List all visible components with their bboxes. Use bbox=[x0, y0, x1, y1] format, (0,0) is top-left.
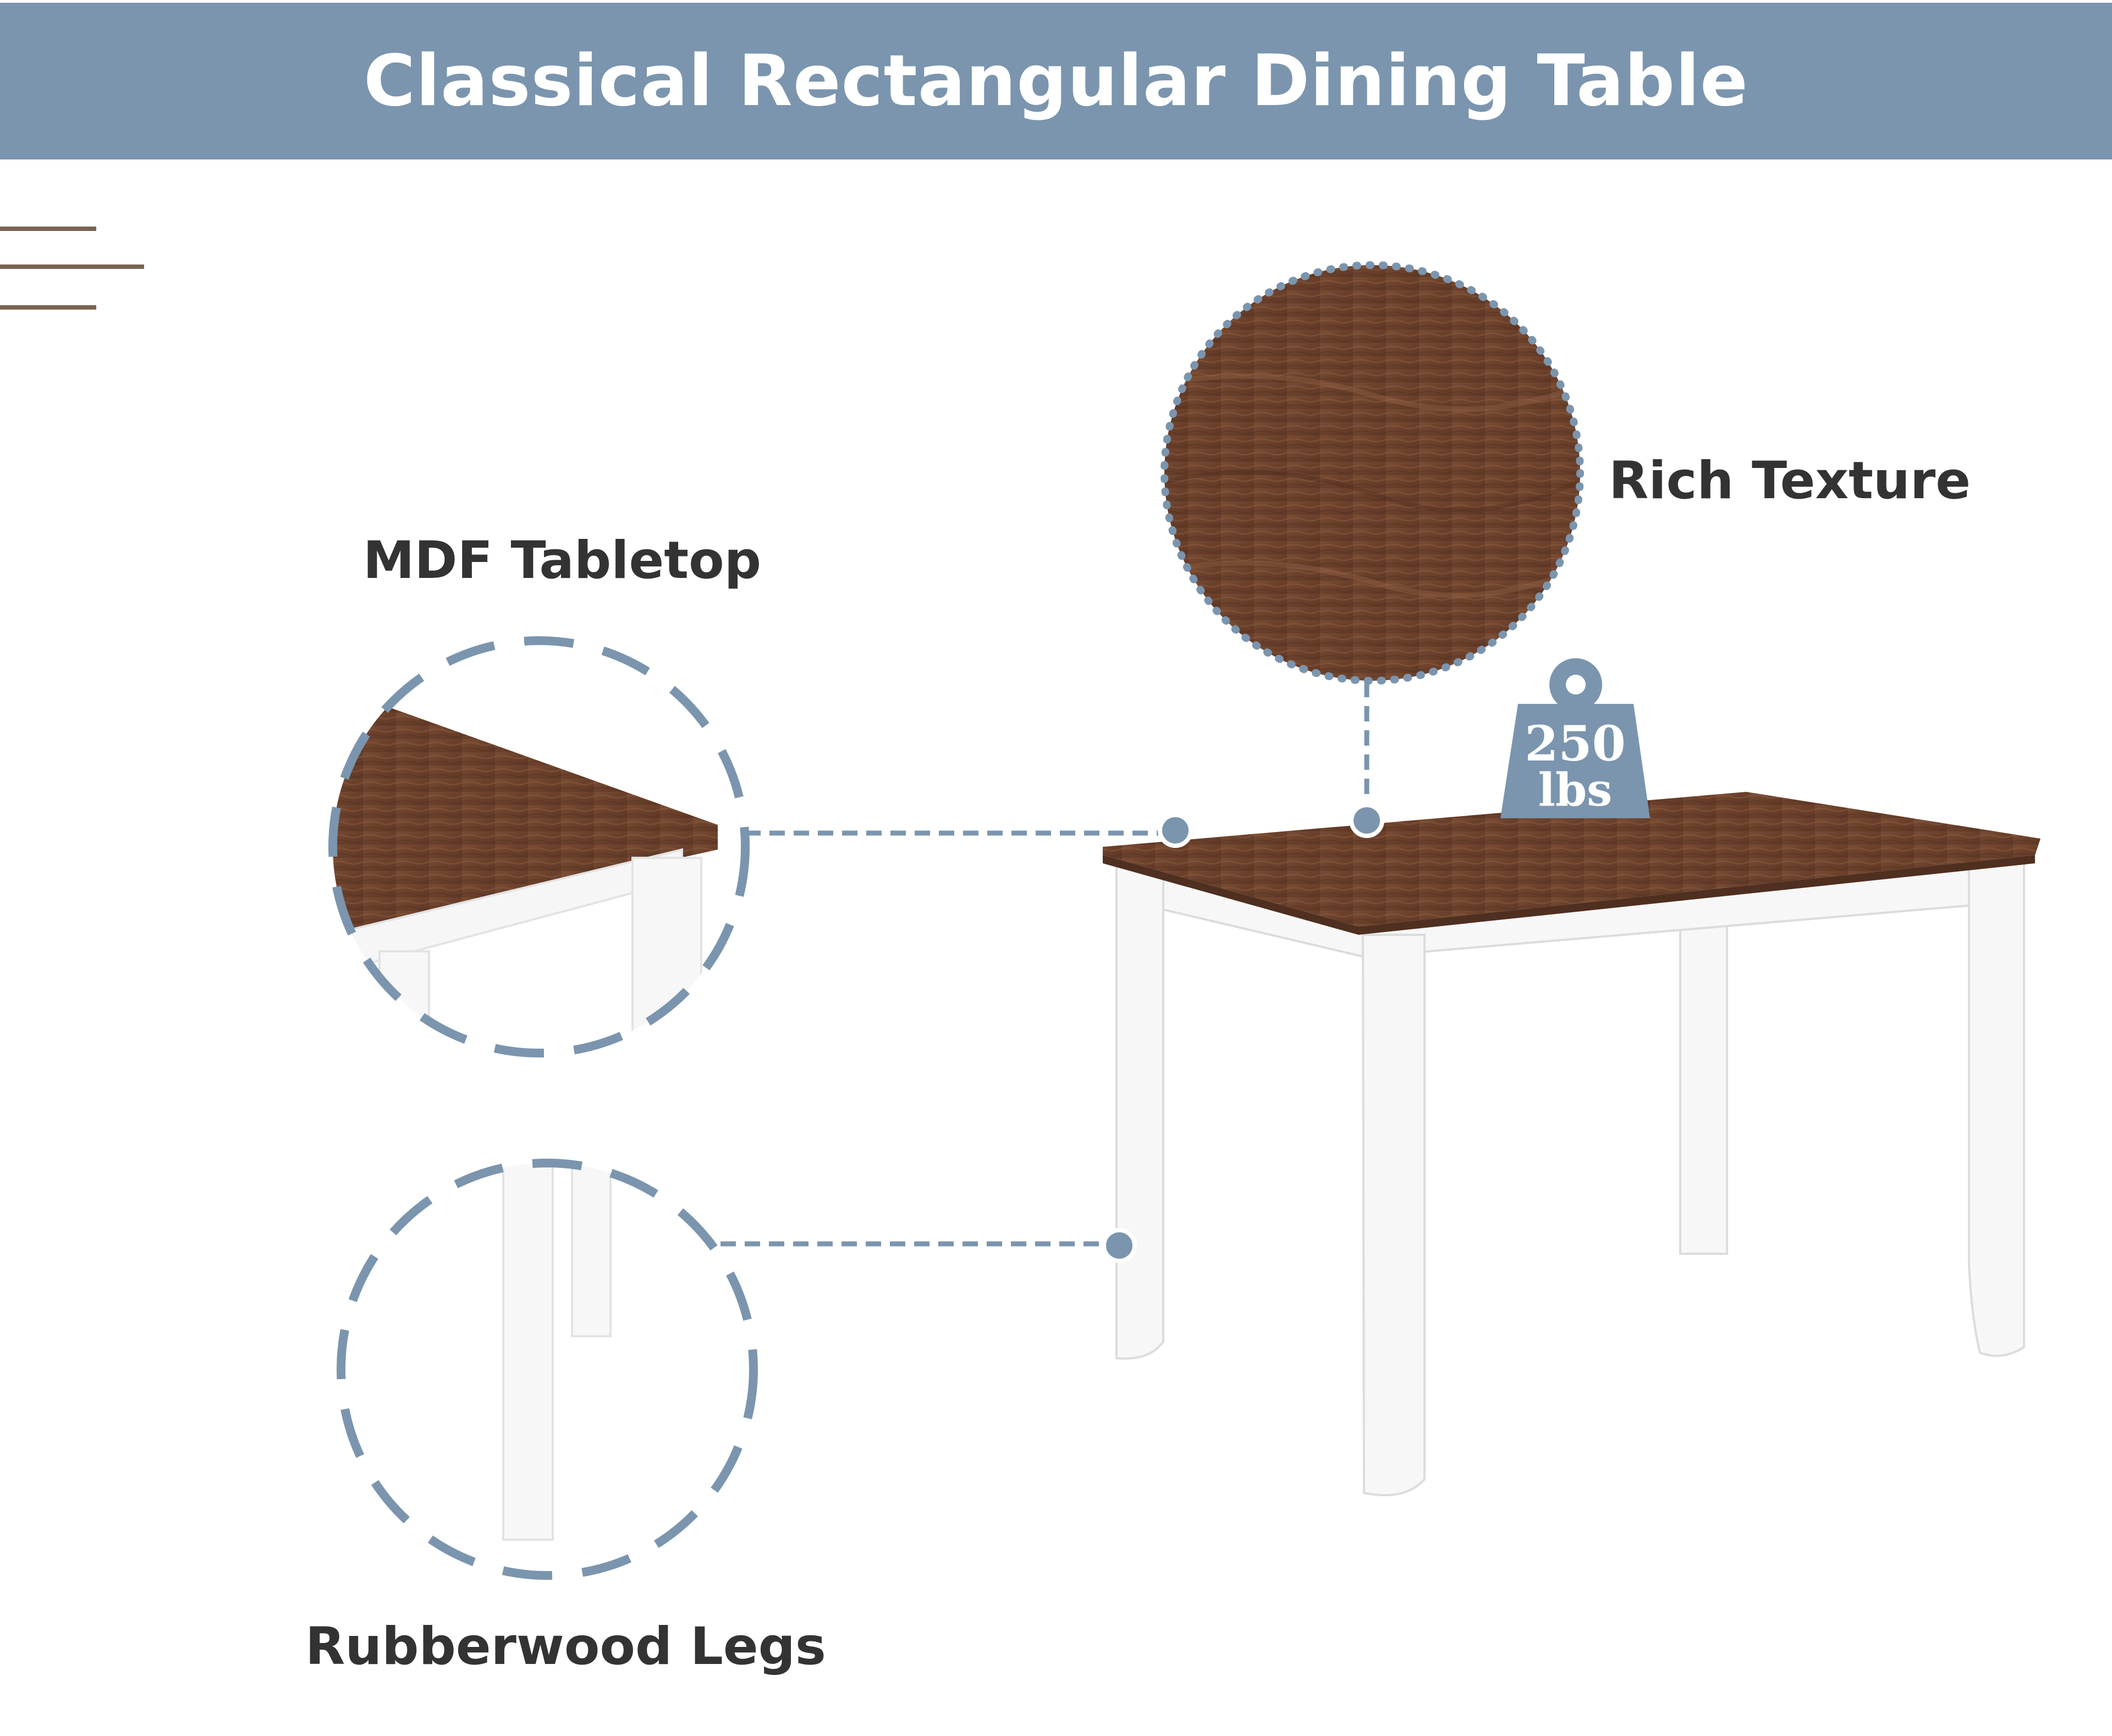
weight-unit: lbs bbox=[1538, 764, 1613, 817]
header-banner: Classical Rectangular Dining Table bbox=[0, 3, 2112, 159]
texture-detail-circle bbox=[1160, 261, 1584, 685]
label-rubberwood-legs: Rubberwood Legs bbox=[305, 1617, 826, 1677]
tabletop-detail-circle bbox=[328, 636, 750, 1057]
label-rich-texture: Rich Texture bbox=[1609, 451, 1971, 511]
decorative-lines bbox=[0, 227, 144, 310]
weight-value: 250 bbox=[1525, 715, 1626, 772]
callout-connectors bbox=[721, 682, 1370, 1247]
label-mdf-tabletop: MDF Tabletop bbox=[363, 531, 762, 591]
legs-detail-circle bbox=[337, 1159, 758, 1580]
dining-table bbox=[1103, 792, 2041, 1497]
weight-icon: 250 lbs bbox=[1500, 658, 1650, 818]
page-title: Classical Rectangular Dining Table bbox=[364, 40, 1748, 122]
callout-dots bbox=[1102, 803, 1384, 1263]
